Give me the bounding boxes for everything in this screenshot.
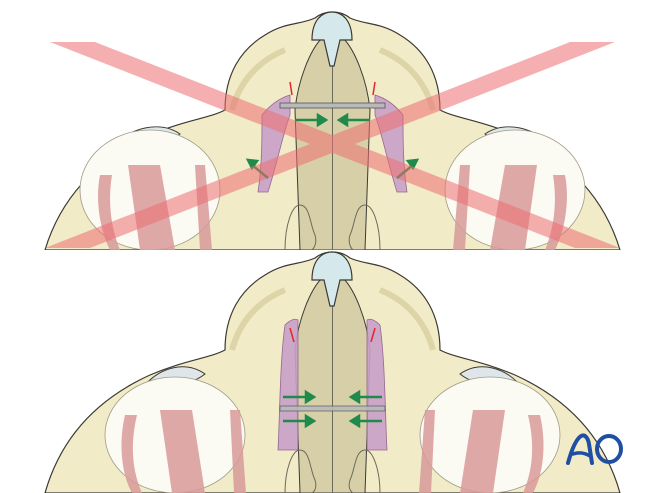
incorrect-x-mark (45, 42, 620, 248)
bone-fragment-right (366, 318, 388, 451)
compression-arrows (283, 389, 382, 429)
transnasal-wire (279, 102, 386, 109)
extraocular-muscles (121, 410, 544, 493)
illustration-panel-incorrect (44, 11, 621, 250)
nasal-cartilage (311, 11, 353, 67)
transnasal-wire (279, 405, 386, 412)
illustration-panel-correct (0, 250, 665, 493)
ao-logo-mark (566, 433, 623, 465)
bone-fragment-left (277, 318, 299, 451)
skull-axial-view-incorrect (44, 11, 621, 250)
ethmoid-cells (284, 449, 381, 493)
ao-logo: AO (565, 432, 625, 466)
skull-axial-view-correct (44, 251, 621, 493)
ethmoid-cells (284, 204, 381, 250)
nasal-cartilage (311, 251, 353, 307)
